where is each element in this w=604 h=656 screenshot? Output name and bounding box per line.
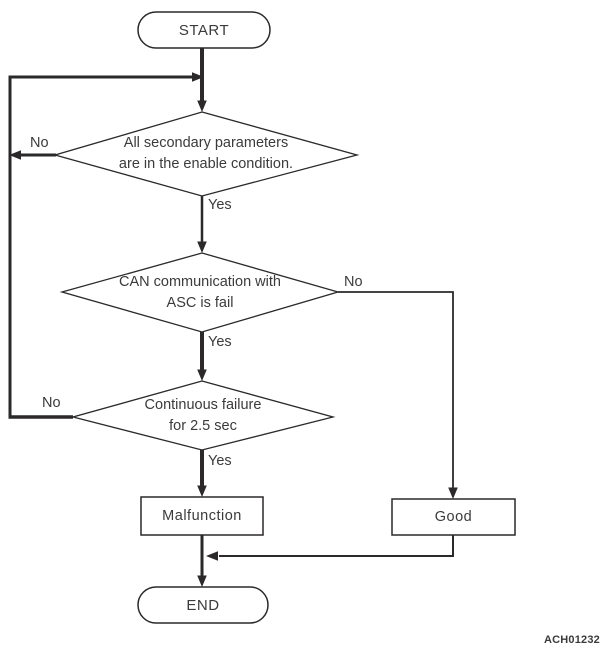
decision1-yes-label: Yes <box>208 197 232 213</box>
decision3-no-label: No <box>42 395 61 411</box>
malfunction-node-shape <box>140 496 264 536</box>
decision1-text: All secondary parameters are in the enab… <box>55 112 357 196</box>
decision2-text-line1: CAN communication with <box>119 273 281 290</box>
decision2-text: CAN communication with ASC is fail <box>62 253 338 332</box>
arrowhead-into-decision1 <box>197 100 207 112</box>
good-node-label: Good <box>434 509 473 525</box>
decision1-text-line2: are in the enable condition. <box>118 156 294 172</box>
arrowhead-into-end <box>197 575 207 587</box>
malfunction-node-label: Malfunction <box>162 508 242 524</box>
figure-code: ACH01232 <box>543 634 600 646</box>
decision3-yes-label: Yes <box>208 453 232 469</box>
arrowhead-into-good <box>448 487 458 499</box>
decision3-text-line2: for 2.5 sec <box>169 417 237 434</box>
decision3-diamond-shape <box>70 380 336 451</box>
arrowhead-into-decision2 <box>197 241 207 253</box>
arrowhead-decision1-no <box>9 150 21 160</box>
start-node-label: START <box>178 21 230 39</box>
decision2-no-label: No <box>344 274 363 290</box>
good-node-shape <box>391 498 516 536</box>
decision2-diamond-shape <box>59 252 341 333</box>
arrowhead-feedback-into-mainline <box>192 72 204 82</box>
connector-decision2-no <box>338 291 454 489</box>
decision1-no-label: No <box>30 135 49 151</box>
end-node-shape <box>137 586 269 624</box>
decision3-text: Continuous failure for 2.5 sec <box>73 381 333 450</box>
connector-good-merge <box>219 535 454 557</box>
end-node-label: END <box>186 596 220 614</box>
decision2-yes-label: Yes <box>208 334 232 350</box>
decision1-diamond-shape <box>52 111 360 197</box>
decision3-text-line1: Continuous failure <box>144 396 262 413</box>
arrowhead-into-malfunction <box>197 485 207 497</box>
decision2-text-line2: ASC is fail <box>166 294 234 311</box>
start-node-shape <box>137 11 271 49</box>
arrowhead-good-merge <box>206 551 218 561</box>
decision1-text-line1: All secondary parameters <box>123 135 289 151</box>
arrowhead-into-decision3 <box>197 369 207 381</box>
